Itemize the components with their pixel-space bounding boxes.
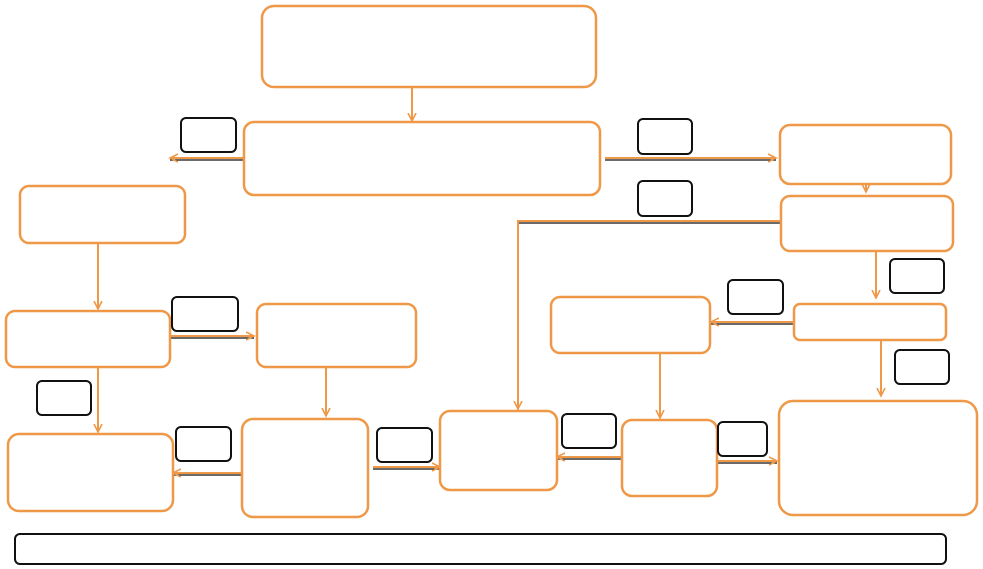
flow-node: [549, 295, 712, 355]
arrow: [605, 158, 776, 160]
arrow: [373, 467, 440, 469]
edge-label-box: [561, 413, 617, 449]
edge-label-boxes: [36, 117, 950, 463]
flow-node-box: [779, 194, 955, 253]
flow-node-box: [240, 417, 370, 519]
flow-node-box: [4, 309, 172, 369]
flow-node: [260, 4, 598, 89]
flow-node-box: [549, 295, 712, 355]
flow-node: [255, 302, 418, 369]
flow-node: [4, 309, 172, 369]
flow-node-box: [242, 120, 602, 197]
arrow: [170, 158, 243, 160]
flow-node-box: [18, 184, 187, 245]
edge-label-box: [171, 296, 239, 332]
flow-node-box: [6, 432, 175, 513]
flow-node: [792, 302, 948, 342]
arrow-line: [518, 220, 780, 409]
edge-label: [36, 380, 92, 416]
flow-node: [242, 120, 602, 197]
flow-node: [438, 409, 559, 492]
edge-label-box: [637, 180, 693, 217]
edge-label: [175, 426, 232, 462]
arrow: [170, 336, 254, 338]
arrow: [173, 473, 242, 475]
edge-label-box: [175, 426, 232, 462]
edge-label: [637, 118, 693, 155]
flow-node: [778, 123, 953, 186]
flow-node: [18, 184, 187, 245]
edge-label-box: [36, 380, 92, 416]
flow-node-box: [777, 399, 979, 517]
flow-node-box: [792, 302, 948, 342]
edge-label: [561, 413, 617, 449]
edge-label: [376, 427, 433, 463]
flow-node: [6, 432, 175, 513]
flow-node: [620, 418, 719, 498]
edge-label-box: [376, 427, 433, 463]
edge-label-box: [889, 258, 945, 294]
edge-label: [717, 421, 768, 457]
edge-label: [727, 279, 784, 315]
edge-label-box: [727, 279, 784, 315]
flow-node-box: [260, 4, 598, 89]
arrow: [717, 461, 777, 463]
flow-node-box: [255, 302, 418, 369]
flow-node-box: [620, 418, 719, 498]
flow-node: [240, 417, 370, 519]
edge-label: [637, 180, 693, 217]
arrow: [557, 457, 622, 459]
arrow: [518, 220, 780, 411]
flow-node: [779, 194, 955, 253]
flow-nodes: [4, 4, 979, 519]
footer-box: [14, 533, 947, 565]
flow-node-box: [438, 409, 559, 492]
edge-label-box: [894, 349, 950, 385]
connector-arrows: [98, 87, 881, 475]
edge-label-box: [717, 421, 768, 457]
edge-label-box: [637, 118, 693, 155]
edge-label: [180, 117, 237, 153]
edge-label: [889, 258, 945, 294]
arrow: [711, 322, 794, 324]
footer-bar: [14, 533, 947, 565]
flow-node: [777, 399, 979, 517]
edge-label: [894, 349, 950, 385]
edge-label: [171, 296, 239, 332]
flow-node-box: [778, 123, 953, 186]
edge-label-box: [180, 117, 237, 153]
